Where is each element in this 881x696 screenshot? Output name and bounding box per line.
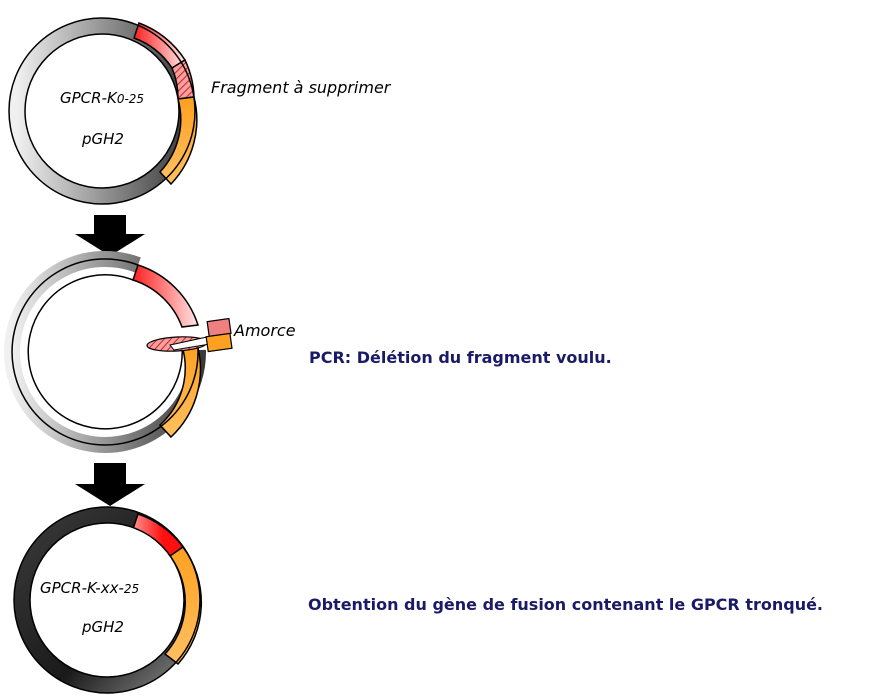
plasmid-1-name: GPCR-K0-25 <box>60 89 144 107</box>
plasmid-3-name: GPCR-K-xx-25 <box>40 579 139 597</box>
plasmid-1-vector: pGH2 <box>81 130 124 148</box>
primer-orange-box <box>205 332 233 353</box>
primer-label: Amorce <box>233 321 296 340</box>
plasmid-2-kinase-segment <box>158 345 202 439</box>
plasmid-3-vector: pGH2 <box>81 618 124 636</box>
pcr-step-text: PCR: Délétion du fragment voulu. <box>309 348 612 367</box>
fragment-label: Fragment à supprimer <box>211 78 392 97</box>
down-arrow-2-icon <box>75 463 145 506</box>
plasmid-1: GPCR-K0-25 pGH2 <box>8 17 198 205</box>
plasmid-2 <box>4 250 233 453</box>
plasmid-3: GPCR-K-xx-25 pGH2 <box>13 506 202 694</box>
result-step-text: Obtention du gène de fusion contenant le… <box>308 595 823 614</box>
down-arrow-1-icon <box>75 215 145 256</box>
plasmid-2-gpcr-segment <box>132 264 199 328</box>
